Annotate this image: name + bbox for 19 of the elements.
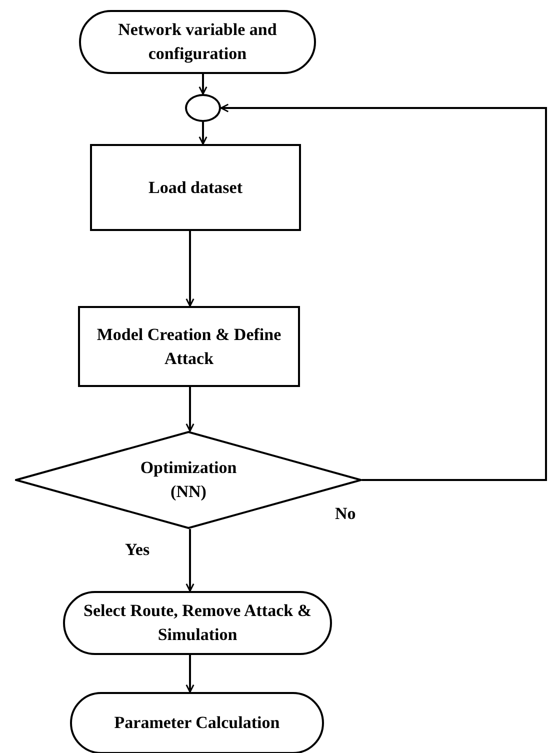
node-label: Optimization (NN) <box>139 457 238 503</box>
arrow <box>186 231 194 307</box>
node-label: Model Creation & Define Attack <box>96 324 282 370</box>
arrow <box>186 655 194 693</box>
decision-diamond <box>15 431 362 529</box>
process-box <box>78 306 300 387</box>
process-box <box>90 144 301 231</box>
connector-circle <box>185 94 221 122</box>
arrow <box>198 122 208 145</box>
arrow <box>220 104 547 481</box>
node-label: Network variable and configuration <box>117 19 278 65</box>
edge-label: No <box>335 504 356 524</box>
node-label: Select Route, Remove Attack & Simulation <box>82 600 312 646</box>
edge-label: Yes <box>125 540 150 560</box>
arrow <box>198 74 208 95</box>
node-label: Load dataset <box>148 176 242 198</box>
node-label: Parameter Calculation <box>114 712 280 734</box>
arrow <box>186 387 194 432</box>
arrow <box>186 529 194 592</box>
